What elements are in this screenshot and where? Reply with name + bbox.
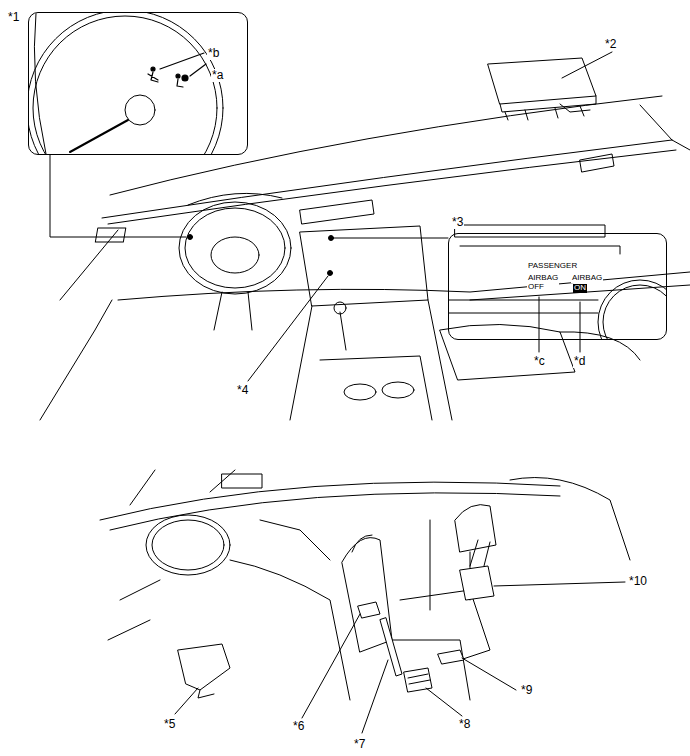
callout-number: *5: [163, 718, 176, 731]
callout-number: *a: [211, 69, 224, 82]
indicator-text: PASSENGER: [527, 262, 578, 271]
indicator-detail: [449, 246, 666, 339]
callout-number: *3: [451, 216, 464, 229]
callout-number: *7: [353, 738, 366, 751]
indicator-text: AIRBAG: [571, 274, 603, 283]
indicator-text: ON: [573, 284, 587, 293]
callout-number: *4: [236, 384, 249, 397]
callout-number: *6: [292, 720, 305, 733]
callout-number: *2: [604, 38, 617, 51]
callout-number: *1: [7, 11, 20, 24]
callout-number: *10: [628, 575, 648, 588]
dashboard-view: [40, 52, 690, 420]
callout-number: *c: [533, 355, 546, 368]
interior-view: [100, 470, 630, 733]
inset-box: *3PASSENGERAIRBAG OFFAIRBAGON: [448, 233, 667, 340]
indicator-text: AIRBAG OFF: [527, 274, 559, 292]
callout-number: *b: [207, 47, 220, 60]
callout-number: *d: [573, 355, 586, 368]
callout-number: *8: [458, 718, 471, 731]
meter-detail: [29, 13, 223, 154]
inset-box: *1*b*a: [28, 12, 248, 155]
warning-icons: [148, 53, 206, 87]
callout-number: *9: [520, 684, 533, 697]
